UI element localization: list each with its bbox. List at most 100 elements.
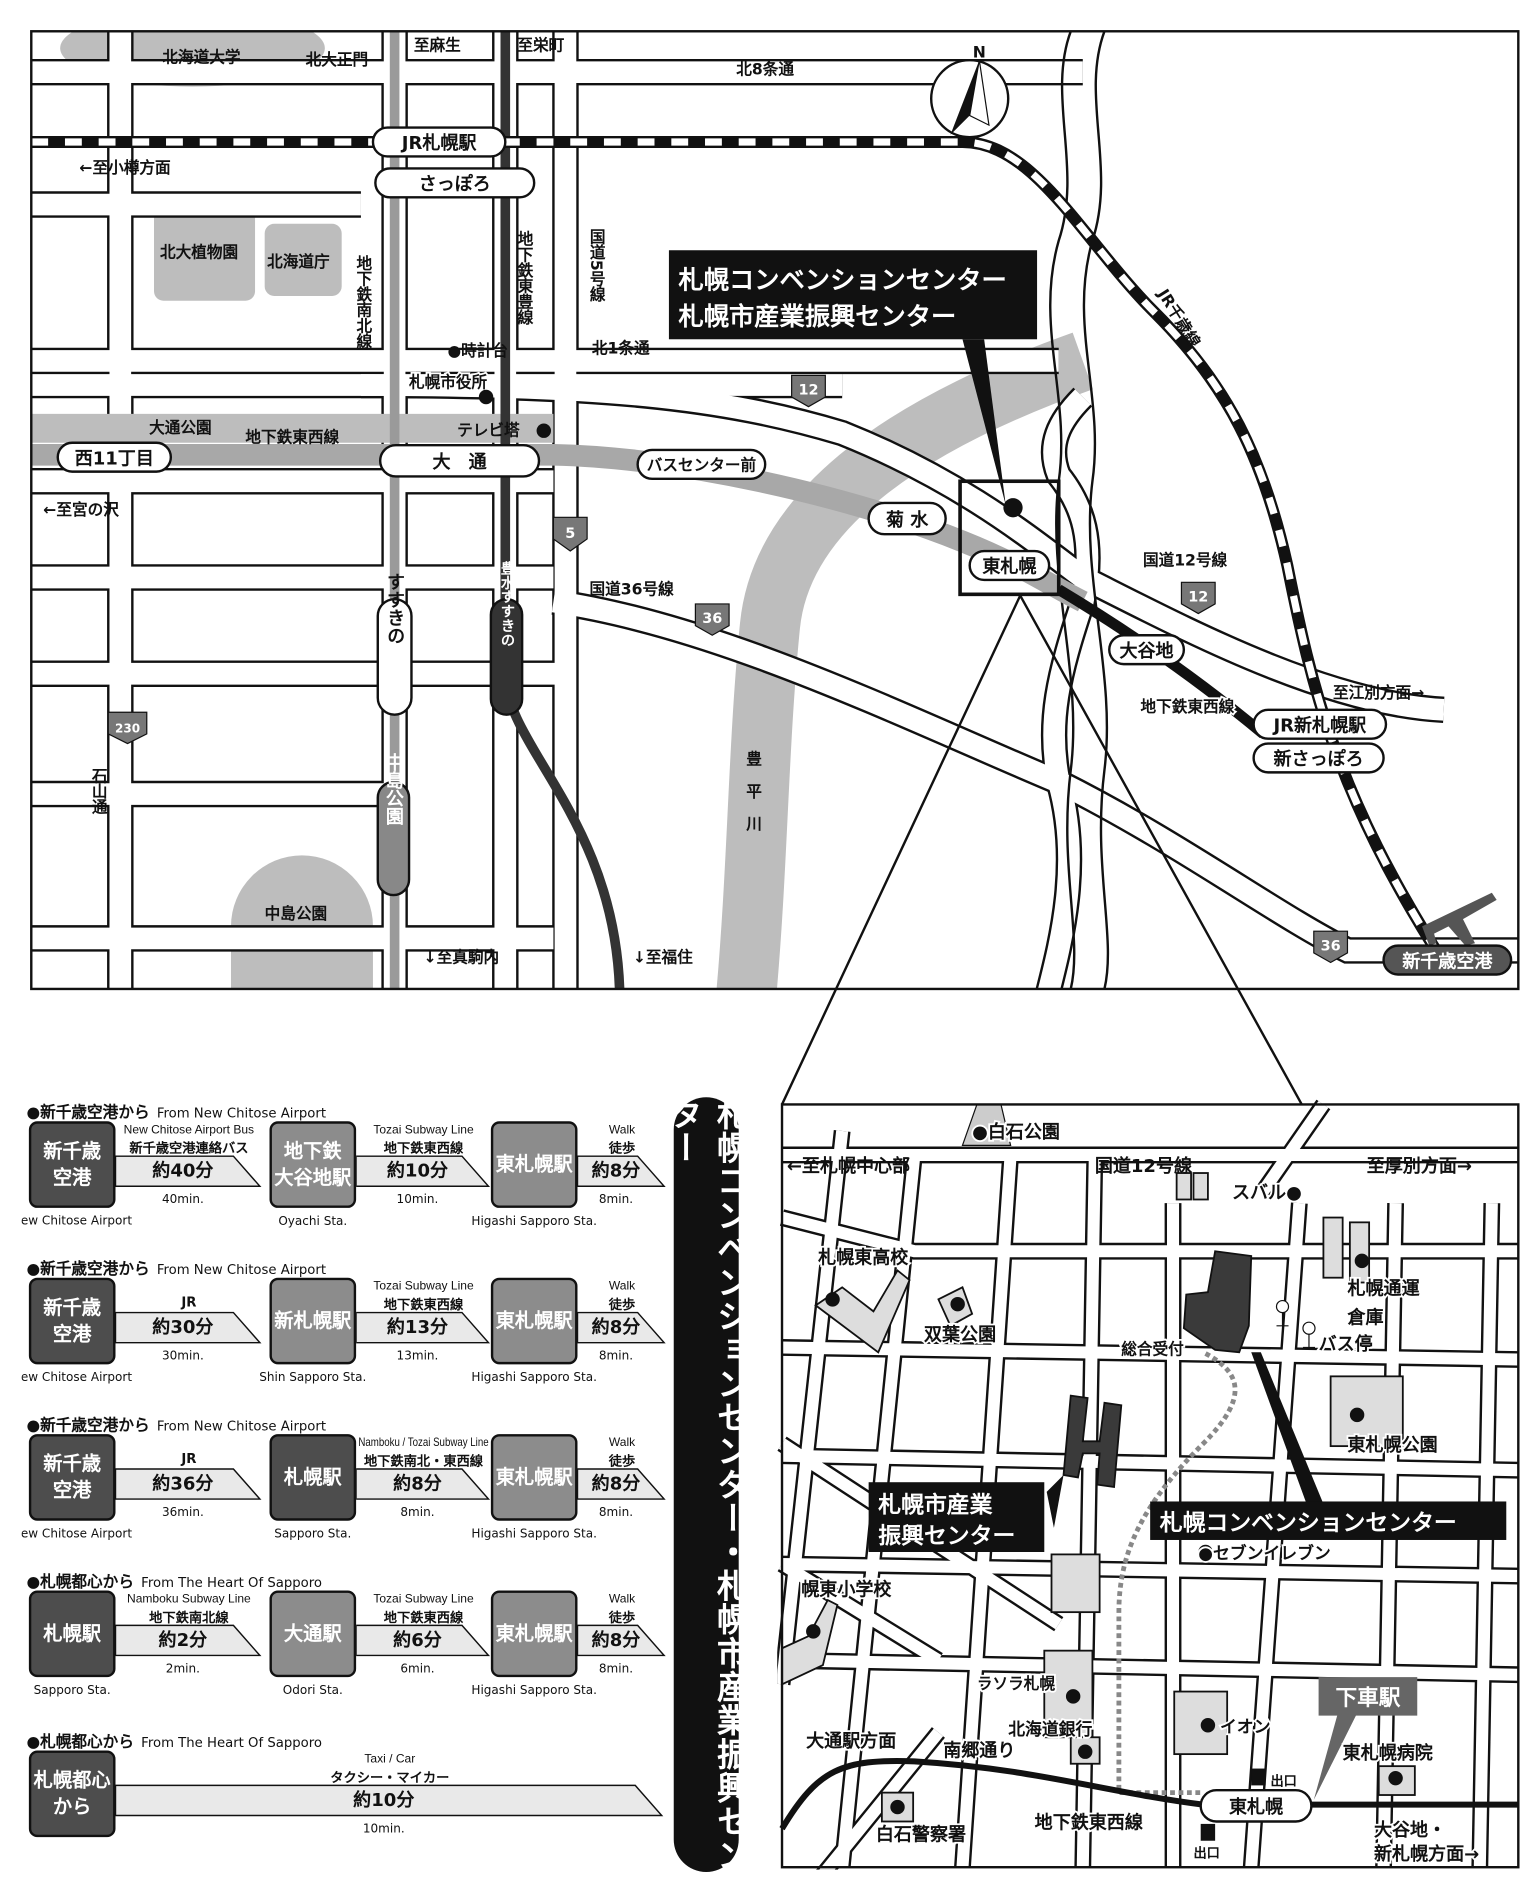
segment-mode-en: Walk [608,1280,636,1294]
travel-segment: Namboku Subway Line 地下鉄南北線 約2分 2min. [115,1590,262,1686]
travel-segment: Taxi / Car タクシー・マイカー 約10分 10min. [115,1751,664,1847]
station-box: 新千歳 空港 [28,1121,116,1208]
arrow-bar [577,1624,666,1657]
place-labels: 北海道大学 北大正門 至麻生 至栄町 北8条通 ←至小樽方面 北大植物園 北海道… [43,36,1424,967]
station-caption: Odori Sta. [282,1684,343,1698]
route-header-en: From New Chitose Airport [156,1418,327,1435]
label-dochou: 北海道庁 [267,252,330,271]
station-nishi11[interactable]: 西11丁目 [56,441,173,473]
label-tv-tower: テレビ塔 [457,421,520,440]
callout-line-2: 札幌市産業振興センター [679,302,957,331]
segment-minutes: 8min. [598,1506,634,1520]
route-header-en: From The Heart Of Sapporo [141,1734,322,1751]
nakajima-park-area [230,855,373,989]
convention-center-name: 札幌コンベンションセンター [1159,1510,1457,1536]
label-nango: 南郷通り [943,1740,1015,1762]
route-shield-230: 230 [107,711,148,745]
detail-map: 東札幌 下車駅 札幌市産業 振興センター 札幌コンベンションセンター ●白石公園… [777,1099,1520,1870]
segment-time: 約30分 [152,1316,214,1338]
label-futaba-park: 双葉公園 [924,1324,996,1345]
label-to-fukuzumi: ↓至福住 [633,947,693,966]
industry-center-line-1: 札幌市産業 [877,1491,992,1518]
segment-minutes: 30min. [161,1349,204,1364]
station-higashi-sapporo[interactable]: 東札幌 [968,549,1051,582]
station-sapporo[interactable]: さっぽろ [374,167,536,199]
station-jr-sapporo[interactable]: JR札幌駅 [371,126,507,158]
travel-segment: Walk 徒歩 約8分 8min. [577,1121,666,1217]
arrow-bar [356,1624,491,1657]
travel-segment: Tozai Subway Line 地下鉄東西線 約6分 6min. [356,1590,491,1686]
station-higashi-sapporo-detail[interactable]: 東札幌 [1199,1789,1313,1823]
compass-icon: N [929,43,1010,139]
get-off-label: 下車駅 [1335,1686,1400,1711]
station-shin-sapporo[interactable]: 新さっぽろ [1252,742,1385,774]
segment-minutes: 8min. [400,1506,435,1520]
label-seven-eleven: ●セブンイレブン [1198,1543,1330,1563]
station-label: 東札幌 [982,556,1036,578]
poi-markers [806,1253,1403,1841]
segment-time: 約2分 [158,1628,208,1651]
label-to-makomanai: ↓至真駒内 [423,947,499,966]
station-label: 西11丁目 [75,448,154,469]
route-shield-number: 36 [702,611,722,627]
tv-tower-marker [536,423,552,438]
airplane-icon [1422,892,1497,946]
station-label: 東札幌 [1229,1796,1283,1818]
label-to-shin-sapporo: 新札幌方面→ [1374,1843,1479,1865]
station-nakajima-koen[interactable]: 中島公園 [376,752,411,897]
venue-title-banner: 札幌コンベンションセンター・札幌市産業振興センター [664,1097,749,1873]
segment-minutes: 2min. [165,1662,200,1676]
compass-north-label: N [973,43,986,62]
station-label: さっぽろ [419,173,491,195]
station-box: 東札幌駅 [490,1277,578,1365]
label-route5: 国道5号線 [587,228,606,303]
station-label: 新さっぽろ [1274,748,1364,770]
industry-center-label: 札幌市産業 振興センター [868,1482,1045,1552]
segment-minutes: 40min. [161,1193,204,1207]
zoom-connector [780,594,1303,1106]
station-label: JR新札幌駅 [1271,714,1367,736]
travel-segment: Tozai Subway Line 地下鉄東西線 約13分 13min. [356,1278,491,1374]
station-kikusui[interactable]: 菊 水 [867,501,947,536]
segment-mode-jp: 新千歳空港連絡バス [129,1140,249,1157]
station-box: 札幌都心 から [28,1750,116,1838]
station-odori[interactable]: 大 通 [378,443,541,478]
segment-mode-en: New Chitose Airport Bus [123,1123,255,1137]
station-caption: Higashi Sapporo Sta. [471,1684,597,1698]
route-shield-36b: 36 [1313,930,1349,964]
segment-time: 約13分 [386,1316,449,1338]
arrow-bar [115,1624,262,1657]
segment-time: 約8分 [393,1472,442,1495]
station-caption: Sapporo Sta. [274,1527,352,1542]
route-shields: 12 5 36 12 230 36 [107,374,1349,964]
arrow-bar [115,1784,664,1817]
station-oyachi[interactable]: 大谷地 [1108,634,1186,666]
route-shield-12b: 12 [1180,581,1216,615]
label-higashi-park: 東札幌公園 [1347,1434,1437,1456]
station-hosui-susukino[interactable]: 豊水すすきの [489,559,524,716]
station-new-chitose[interactable]: 新千歳空港 [1382,944,1513,976]
station-label: 菊 水 [886,509,929,531]
toyohira-river [716,332,1093,989]
station-susukino[interactable]: すすきの [376,573,413,716]
arrow-bar [115,1468,262,1500]
segment-time: 約8分 [591,1472,641,1495]
arrow-bar [577,1311,666,1344]
station-caption: Sapporo Sta. [33,1684,111,1698]
station-box: 新千歳 空港 [28,1434,116,1521]
label-tozai-line: 地下鉄東西線 [1035,1812,1143,1834]
station-bus-center[interactable]: バスセンター前 [636,448,767,481]
station-box: 地下鉄 大谷地駅 [269,1121,357,1208]
label-botanical: 北大植物園 [160,242,238,261]
station-box: 大通駅 [269,1590,357,1678]
label-to-center: ←至札幌中心部 [787,1155,910,1177]
station-box: 東札幌駅 [490,1121,578,1208]
route-shield-number: 230 [115,722,140,736]
station-jr-shin-sapporo[interactable]: JR新札幌駅 [1252,708,1388,740]
convention-center-pointer [1251,1352,1324,1504]
arrow-bar [356,1155,491,1187]
label-hokudai-gate: 北大正門 [306,50,368,69]
label-exit: 出口 [1193,1845,1219,1862]
